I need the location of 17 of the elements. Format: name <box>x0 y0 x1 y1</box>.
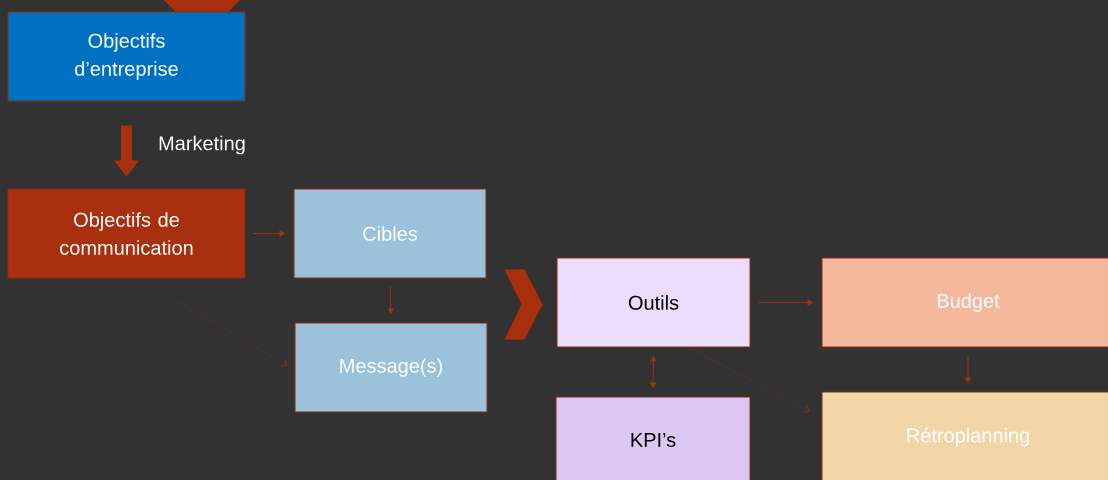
chevron-arrow <box>504 269 543 340</box>
arrow <box>170 297 288 367</box>
process-box: Objectifs de communication <box>7 188 246 279</box>
arrow <box>690 348 810 413</box>
process-box: Outils <box>556 257 751 348</box>
arrow <box>650 356 657 388</box>
process-box: Cibles <box>293 188 487 279</box>
process-box: KPI’s <box>555 396 751 480</box>
arrow <box>758 299 813 306</box>
process-box: Message(s) <box>294 322 488 413</box>
process-box: Budget <box>821 257 1108 348</box>
process-box: Objectifs d’entreprise <box>7 11 246 102</box>
process-box: Rétroplanning <box>821 391 1108 480</box>
arrow <box>965 355 971 383</box>
arrow <box>387 286 394 314</box>
edge-label: Marketing <box>159 135 245 155</box>
arrow <box>253 230 285 237</box>
